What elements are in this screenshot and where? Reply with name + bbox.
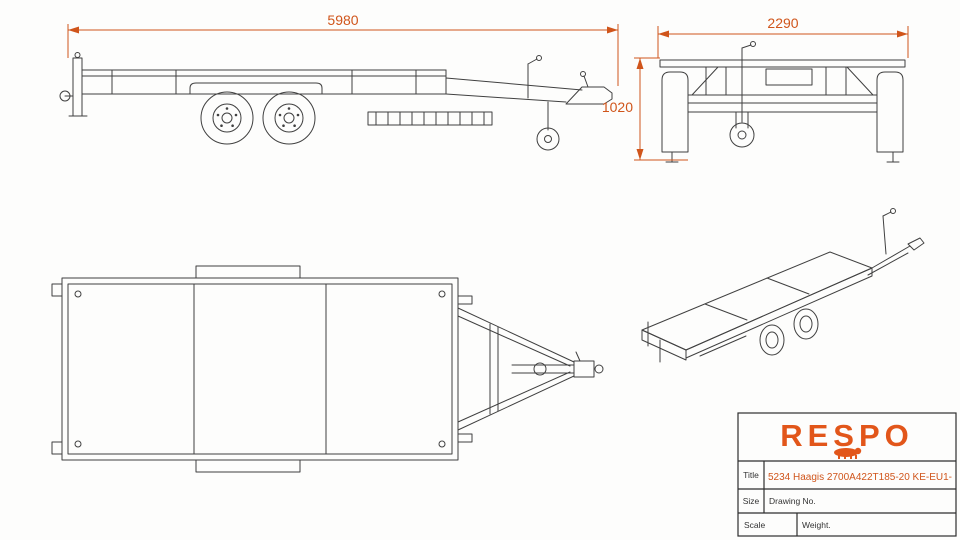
- brand-text: RESPO: [780, 418, 914, 453]
- side-wheel-rear: [262, 91, 316, 145]
- jockey-wheel-rear: [729, 41, 756, 148]
- coupler-plan: [573, 351, 604, 378]
- side-wheel-front: [200, 91, 254, 145]
- under-bed-ramp: [367, 111, 493, 126]
- fender-top-plan: [195, 265, 301, 279]
- number-plate: [765, 68, 813, 86]
- rear-view: [659, 41, 906, 163]
- title-label: Title: [743, 470, 759, 480]
- scale-label: Scale: [744, 520, 766, 530]
- dimension-width: 2290: [657, 15, 909, 58]
- jack-post-side: [527, 55, 542, 99]
- fender-bottom-plan: [195, 459, 301, 473]
- size-label: Size: [743, 496, 760, 506]
- title-block: RESPO Title 5234 Haagis 2700A422T185-20 …: [737, 412, 957, 537]
- title-value: 5234 Haagis 2700A422T185-20 KE-EU1-: [768, 472, 952, 483]
- boar-icon: [834, 447, 862, 459]
- dimension-height: 1020: [602, 57, 688, 161]
- isometric-view: [641, 208, 925, 363]
- weight-label: Weight.: [802, 520, 831, 530]
- drawing-no-label: Drawing No.: [769, 496, 816, 506]
- dim-height-text: 1020: [602, 99, 633, 115]
- respo-logo: RESPO: [780, 418, 914, 459]
- dim-width-text: 2290: [767, 15, 798, 31]
- coupler-side: [565, 71, 613, 105]
- dim-length-text: 5980: [327, 12, 358, 28]
- jockey-wheel-side: [536, 101, 560, 151]
- plan-view: [51, 265, 604, 473]
- side-view: [59, 52, 613, 151]
- dimension-length: 5980: [67, 12, 619, 86]
- iso-wheels: [759, 308, 819, 356]
